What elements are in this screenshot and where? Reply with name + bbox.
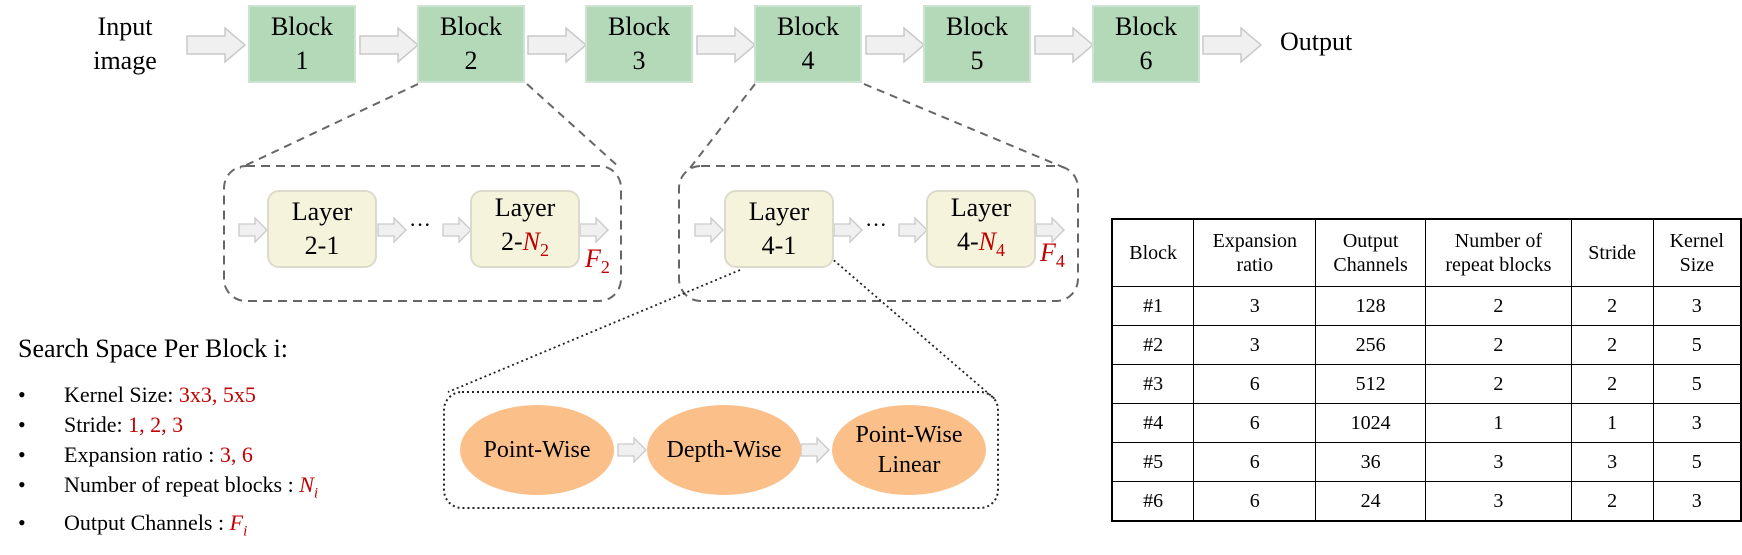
arrow-block2-to-block3 <box>527 27 587 63</box>
table-cell: 3 <box>1193 286 1317 326</box>
table-cell: 3 <box>1425 442 1572 482</box>
table-cell: 36 <box>1315 442 1427 482</box>
layer-2-1: Layer 2-1 <box>267 190 377 268</box>
table-cell: 2 <box>1570 481 1654 522</box>
table-cell: 512 <box>1315 364 1427 404</box>
table-cell: #5 <box>1111 442 1195 482</box>
input-label-line2: image <box>93 46 157 75</box>
table-cell: #2 <box>1111 325 1195 365</box>
table-cell: #3 <box>1111 364 1195 404</box>
table-cell: 6 <box>1193 364 1317 404</box>
feature-f4-label: F4 <box>1040 238 1065 272</box>
arrow-block3-to-block4 <box>696 27 756 63</box>
table-cell: #1 <box>1111 286 1195 326</box>
table-cell: 3 <box>1570 442 1654 482</box>
op-pointwise: Point-Wise <box>460 405 614 495</box>
ellipsis-block2: ··· <box>409 212 431 237</box>
arrow-block5-to-block6 <box>1034 27 1094 63</box>
search-space-item: • Output Channels : Fi <box>18 510 248 540</box>
table-cell: 3 <box>1425 481 1572 522</box>
table-cell: 2 <box>1425 286 1572 326</box>
table-cell: 24 <box>1315 481 1427 522</box>
search-space-item: • Number of repeat blocks : Ni <box>18 472 319 502</box>
search-space-list: • Kernel Size: 3x3, 5x5 • Stride: 1, 2, … <box>18 380 318 547</box>
table-cell: 1 <box>1425 403 1572 443</box>
table-cell: 6 <box>1193 403 1317 443</box>
block-1: Block 1 <box>248 5 356 83</box>
block-5: Block 5 <box>923 5 1031 83</box>
layer-2-n2: Layer 2-N2 <box>470 190 580 268</box>
arrow-block6-to-output <box>1202 27 1262 63</box>
table-cell: 6 <box>1193 481 1317 522</box>
op-pointwise-linear: Point-Wise Linear <box>832 405 986 495</box>
table-cell: 1024 <box>1315 403 1427 443</box>
table-cell: #6 <box>1111 481 1195 522</box>
table-cell: 3 <box>1652 286 1742 326</box>
arrow-input-to-block1 <box>186 27 246 63</box>
layer-4-1: Layer 4-1 <box>724 190 834 268</box>
output-label: Output <box>1280 27 1353 56</box>
table-cell: 2 <box>1425 364 1572 404</box>
table-cell: 2 <box>1570 286 1654 326</box>
layer-4-n4: Layer 4-N4 <box>926 190 1036 268</box>
block-2: Block 2 <box>417 5 525 83</box>
table-cell: #4 <box>1111 403 1195 443</box>
table-cell: 3 <box>1652 481 1742 522</box>
arrow-block4-to-block5 <box>865 27 925 63</box>
table-cell: 3 <box>1193 325 1317 365</box>
block-4: Block 4 <box>754 5 862 83</box>
table-cell: 2 <box>1570 364 1654 404</box>
table-cell: 2 <box>1425 325 1572 365</box>
table-cell: 5 <box>1652 442 1742 482</box>
search-space-item: • Expansion ratio : 3, 6 <box>18 442 253 467</box>
table-cell: 5 <box>1652 364 1742 404</box>
table-cell: 3 <box>1652 403 1742 443</box>
col-header-stride: Stride <box>1570 218 1654 287</box>
layer-ops-container <box>443 391 999 509</box>
table-cell: 6 <box>1193 442 1317 482</box>
table-cell: 256 <box>1315 325 1427 365</box>
search-space-title: Search Space Per Block i: <box>18 334 289 363</box>
table-cell: 5 <box>1652 325 1742 365</box>
col-header-block: Block <box>1111 218 1195 287</box>
search-space-item: • Stride: 1, 2, 3 <box>18 412 184 437</box>
table-cell: 1 <box>1570 403 1654 443</box>
block-3: Block 3 <box>585 5 693 83</box>
block-6: Block 6 <box>1092 5 1200 83</box>
input-label-line1: Input <box>97 12 153 41</box>
table-cell: 2 <box>1570 325 1654 365</box>
op-depthwise: Depth-Wise <box>647 405 801 495</box>
block2-detail-container <box>223 165 622 302</box>
table-cell: 128 <box>1315 286 1427 326</box>
ellipsis-block4: ··· <box>865 212 887 237</box>
feature-f2-label: F2 <box>585 244 610 278</box>
input-image-label: Input image <box>80 10 170 78</box>
block4-detail-container <box>678 165 1079 302</box>
arrow-block1-to-block2 <box>359 27 419 63</box>
search-space-item: • Kernel Size: 3x3, 5x5 <box>18 382 256 407</box>
